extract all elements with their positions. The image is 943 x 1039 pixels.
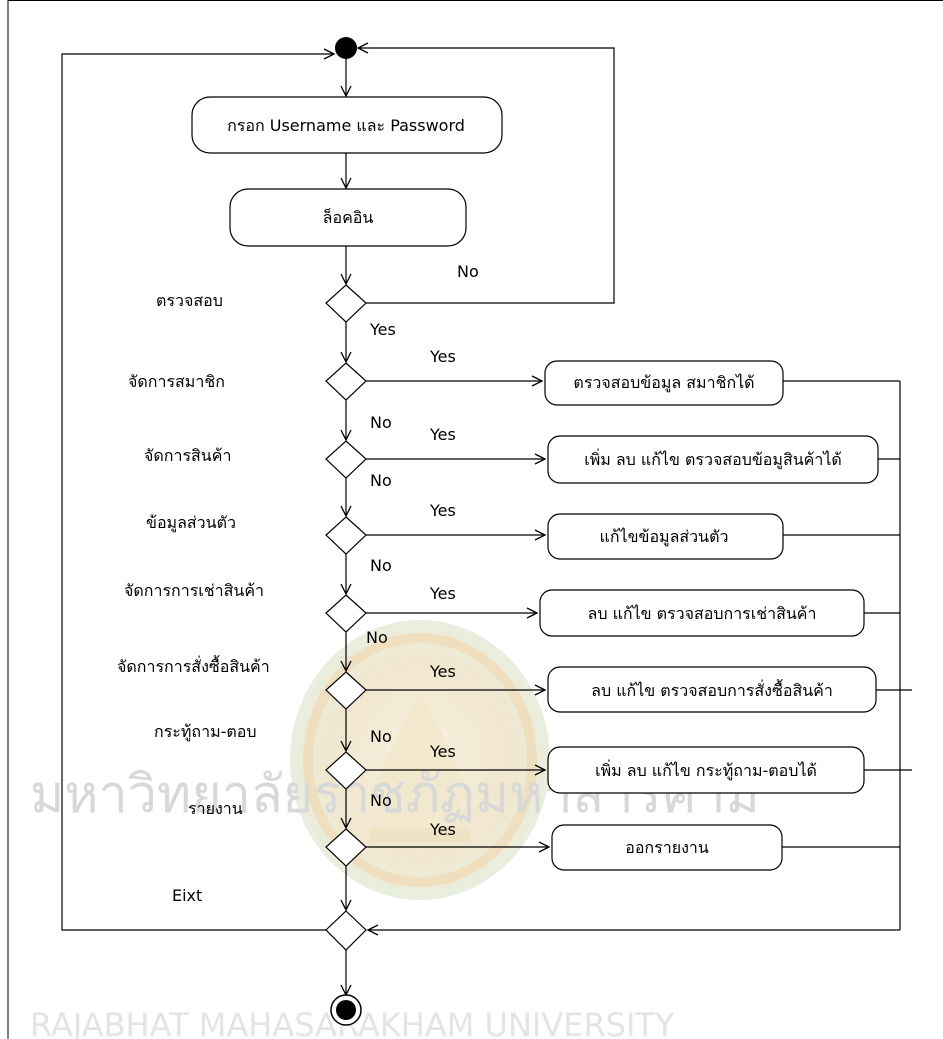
decision-manage-members	[325, 362, 367, 401]
action-purchase-manage: ลบ แก้ไข ตรวจสอบการสั่งซื้อสินค้า	[547, 666, 877, 713]
decision-check	[325, 284, 367, 323]
final-node	[330, 994, 362, 1026]
action-enter-credentials: กรอก Username และ Password	[191, 96, 503, 154]
guard-report-yes: Yes	[429, 820, 456, 839]
guard-rentals-yes: Yes	[429, 584, 456, 603]
initial-node	[335, 37, 357, 59]
action-rental-manage-label: ลบ แก้ไข ตรวจสอบการเช่าสินค้า	[588, 604, 817, 623]
decision-report-label: รายงาน	[188, 799, 243, 818]
action-report: ออกรายงาน	[551, 824, 783, 871]
edge-exit-loop-back	[61, 54, 334, 931]
guard-check-no: No	[457, 262, 479, 281]
action-forum-manage: เพิ่ม ลบ แก้ไข กระทู้ถาม-ตอบได้	[547, 746, 865, 794]
action-purchase-manage-label: ลบ แก้ไข ตรวจสอบการสั่งซื้อสินค้า	[591, 679, 833, 700]
action-profile-edit-label: แก้ไขข้อมูลส่วนตัว	[600, 527, 729, 547]
action-member-check: ตรวจสอบข้อมูล สมาชิกได้	[544, 360, 784, 406]
decision-profile	[325, 516, 367, 555]
action-rental-manage: ลบ แก้ไข ตรวจสอบการเช่าสินค้า	[539, 589, 865, 637]
action-enter-credentials-label: กรอก Username และ Password	[227, 116, 465, 135]
guard-purchases-no: No	[370, 727, 392, 746]
guard-profile-no: No	[370, 556, 392, 575]
decision-manage-rentals-label: จัดการการเช่าสินค้า	[124, 581, 264, 600]
decision-exit	[325, 910, 367, 951]
action-product-manage: เพิ่ม ลบ แก้ไข ตรวจสอบข้อมูสินค้าได้	[547, 435, 879, 484]
guard-members-no: No	[370, 413, 392, 432]
action-forum-manage-label: เพิ่ม ลบ แก้ไข กระทู้ถาม-ตอบได้	[595, 759, 817, 781]
action-login: ล็อคอิน	[229, 188, 467, 247]
guard-products-yes: Yes	[429, 425, 456, 444]
guard-check-yes: Yes	[369, 320, 396, 339]
decision-profile-label: ข้อมูลส่วนตัว	[146, 513, 236, 533]
action-product-manage-label: เพิ่ม ลบ แก้ไข ตรวจสอบข้อมูสินค้าได้	[584, 448, 842, 470]
guard-products-no: No	[370, 471, 392, 490]
decision-manage-products-label: จัดการสินค้า	[144, 446, 231, 465]
decision-manage-rentals	[325, 594, 367, 633]
guard-forum-no: No	[370, 791, 392, 810]
university-seal-watermark	[290, 620, 550, 900]
decision-manage-members-label: จัดการสมาชิก	[128, 372, 225, 391]
guard-members-yes: Yes	[429, 347, 456, 366]
guard-profile-yes: Yes	[429, 501, 456, 520]
decision-manage-products	[325, 440, 367, 479]
decision-check-label: ตรวจสอบ	[156, 291, 223, 310]
action-login-label: ล็อคอิน	[323, 207, 374, 227]
action-member-check-label: ตรวจสอบข้อมูล สมาชิกได้	[573, 373, 754, 393]
guard-purchases-yes: Yes	[429, 662, 456, 681]
decision-manage-purchases-label: จัดการการสั่งซื้อสินค้า	[117, 655, 270, 676]
action-profile-edit: แก้ไขข้อมูลส่วนตัว	[547, 513, 784, 560]
decision-exit-label: Eixt	[172, 886, 202, 905]
decision-forum-label: กระทู้ถาม-ตอบ	[154, 722, 257, 742]
edge-check-no-loop	[358, 48, 615, 304]
action-report-label: ออกรายงาน	[625, 838, 709, 857]
guard-rentals-no: No	[366, 628, 388, 647]
guard-forum-yes: Yes	[429, 742, 456, 761]
